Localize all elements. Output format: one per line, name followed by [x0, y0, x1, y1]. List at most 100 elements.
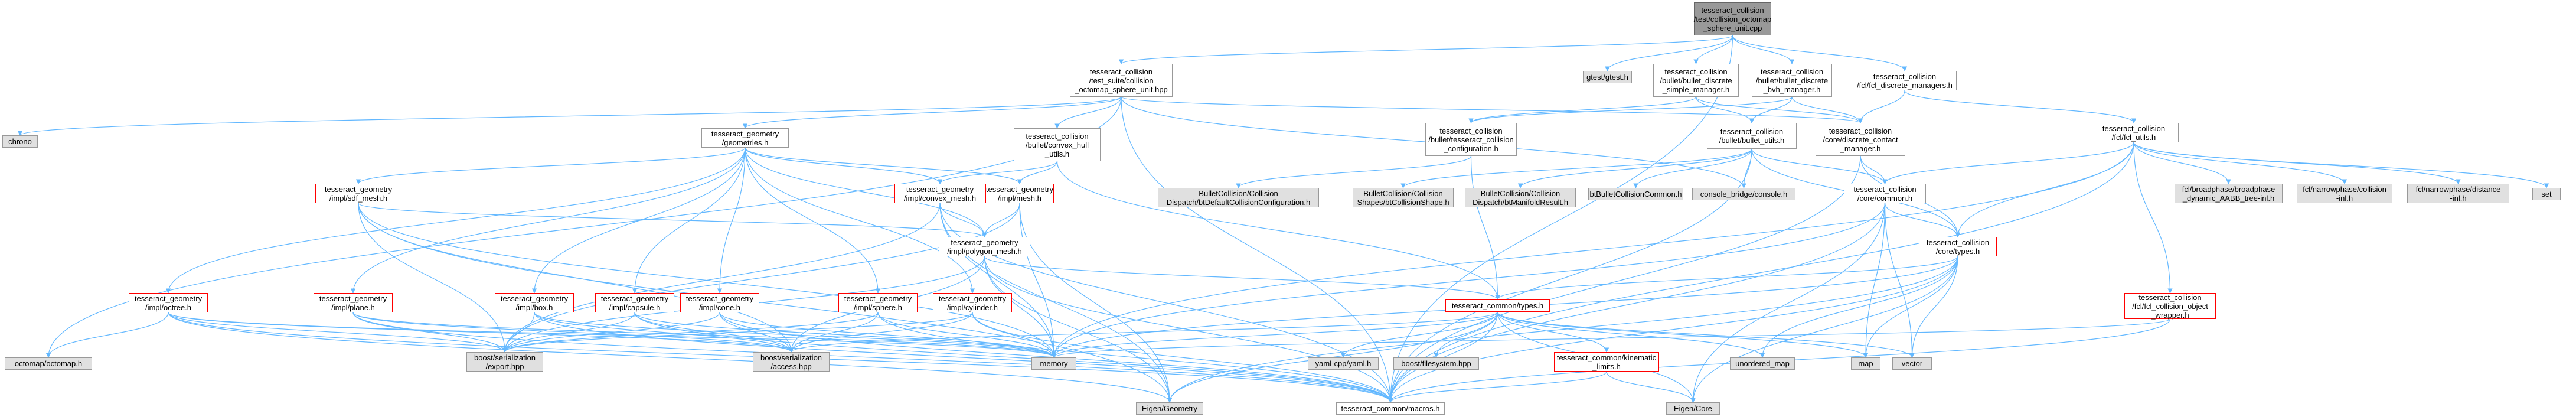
edge-coretypes-to-vector [1909, 256, 1958, 358]
edge-sdfmesh-to-eigengeom [358, 203, 1173, 403]
edge-plane-to-bsaccess [352, 312, 794, 353]
graph-node-bsexport[interactable]: boost/serialization /export.hpp [466, 352, 543, 372]
graph-node-gtest[interactable]: gtest/gtest.h [1583, 71, 1632, 83]
edge-cone-to-memory [719, 312, 1057, 358]
graph-node-eigengeom[interactable]: Eigen/Geometry [1136, 402, 1203, 415]
graph-node-macros[interactable]: tesseract_common/macros.h [1336, 402, 1445, 415]
edge-fcldm-to-dcm [1857, 90, 1905, 123]
edge-bulletu-to-btcommon [1633, 148, 1752, 188]
graph-node-cone[interactable]: tesseract_geometry /impl/cone.h [680, 293, 759, 312]
graph-node-sphere[interactable]: tesseract_geometry /impl/sphere.h [838, 293, 918, 312]
graph-node-polymesh[interactable]: tesseract_geometry /impl/polygon_mesh.h [939, 237, 1030, 256]
graph-node-yaml[interactable]: yaml-cpp/yaml.h [1308, 357, 1379, 370]
edge-corecommon-to-coretypes [1884, 203, 1961, 237]
graph-node-fclnpd[interactable]: fcl/narrowphase/distance -inl.h [2407, 184, 2509, 203]
edge-cylinder-to-bsaccess [788, 312, 973, 353]
graph-node-vector[interactable]: vector [1892, 357, 1932, 370]
edge-coretypes-to-eigencore [1690, 256, 1958, 403]
graph-node-fcldm[interactable]: tesseract_collision /fcl/fcl_discrete_ma… [1853, 71, 1957, 90]
edge-fclu-to-fclbp [2133, 142, 2231, 184]
edge-octree-to-eigengeom [168, 312, 1173, 403]
edge-fcldm-to-fclu [1904, 90, 2137, 123]
edge-box-to-bsaccess [534, 312, 794, 353]
edge-mesh-to-polymesh [982, 203, 1020, 237]
edge-octree-to-octomap [45, 312, 169, 358]
edge-dcm-to-macros [1387, 155, 1861, 403]
edge-bulletu-to-corecommon [1751, 148, 1888, 184]
edge-commontypes-to-yaml [1340, 311, 1498, 358]
graph-node-fclcow[interactable]: tesseract_collision /fcl/fcl_collision_o… [2124, 293, 2216, 320]
edge-box-to-memory [534, 312, 1057, 358]
edge-commontypes-to-bfs [1434, 311, 1498, 358]
graph-node-commontypes[interactable]: tesseract_common/types.h [1445, 299, 1550, 312]
graph-node-cylinder[interactable]: tesseract_geometry /impl/cylinder.h [933, 293, 1012, 312]
edge-coretypes-to-umap [1759, 256, 1958, 358]
graph-node-umap[interactable]: unordered_map [1730, 357, 1795, 370]
graph-node-bulletu[interactable]: tesseract_collision /bullet/bullet_utils… [1707, 123, 1797, 149]
graph-node-tcconf[interactable]: tesseract_collision /bullet/tesseract_co… [1425, 123, 1517, 156]
graph-node-bbbvh[interactable]: tesseract_collision /bullet/bullet_discr… [1752, 64, 1832, 97]
edge-geoms-to-mesh [745, 147, 1023, 184]
graph-node-bbsm[interactable]: tesseract_collision /bullet/bullet_discr… [1653, 64, 1739, 97]
edge-tsuite-to-chrono [18, 96, 1122, 136]
graph-node-set[interactable]: set [2532, 188, 2561, 200]
graph-node-convmesh[interactable]: tesseract_geometry /impl/convex_mesh.h [894, 184, 985, 203]
edge-fclu-to-set [2133, 142, 2549, 188]
graph-node-sdfmesh[interactable]: tesseract_geometry /impl/sdf_mesh.h [315, 184, 401, 203]
graph-node-octomap[interactable]: octomap/octomap.h [5, 357, 92, 370]
graph-node-tsuite[interactable]: tesseract_collision /test_suite/collisio… [1070, 64, 1173, 97]
edge-cylinder-to-bsexport [502, 312, 973, 353]
edge-coretypes-to-commontypes [1495, 256, 1958, 300]
graph-node-fclnpc[interactable]: fcl/narrowphase/collision -inl.h [2297, 184, 2392, 203]
edge-octree-to-bsexport [168, 312, 508, 353]
edge-commontypes-to-bsaccess [789, 311, 1498, 353]
graph-node-capsule[interactable]: tesseract_geometry /impl/capsule.h [595, 293, 674, 312]
edge-bbsm-to-dcm [1695, 96, 1863, 123]
graph-node-mesh[interactable]: tesseract_geometry /impl/mesh.h [985, 184, 1054, 203]
edge-convhull-to-convmesh [937, 161, 1058, 184]
edge-geoms-to-sdfmesh [355, 147, 746, 184]
graph-node-fclbp[interactable]: fcl/broadphase/broadphase _dynamic_AABB_… [2175, 184, 2283, 203]
edge-geoms-to-convmesh [745, 147, 943, 184]
graph-node-cbconsole[interactable]: console_bridge/console.h [1692, 188, 1795, 200]
edge-tsuite-to-geoms [742, 96, 1122, 129]
graph-node-box[interactable]: tesseract_geometry /impl/box.h [495, 293, 574, 312]
graph-node-octree[interactable]: tesseract_geometry /impl/octree.h [129, 293, 208, 312]
edge-fclu-to-coretypes [1955, 142, 2134, 237]
graph-node-coretypes[interactable]: tesseract_collision /core/types.h [1919, 237, 1997, 256]
graph-node-map[interactable]: map [1851, 357, 1880, 370]
graph-node-plane[interactable]: tesseract_geometry /impl/plane.h [314, 293, 393, 312]
edge-layer [18, 35, 2549, 403]
edge-octree-to-bsaccess [168, 312, 794, 353]
graph-node-memory[interactable]: memory [1031, 357, 1076, 370]
edge-root-to-bbbvh [1732, 35, 1795, 64]
edge-capsule-to-memory [634, 312, 1057, 358]
edge-plane-to-memory [352, 312, 1056, 358]
graph-node-corecommon[interactable]: tesseract_collision /core/common.h [1844, 184, 1926, 203]
graph-node-root[interactable]: tesseract_collision /test/collision_octo… [1694, 2, 1771, 35]
edge-root-to-gtest [1605, 35, 1733, 71]
graph-node-btdcc[interactable]: BulletCollision/Collision Dispatch/btDef… [1158, 188, 1319, 207]
graph-node-dcm[interactable]: tesseract_collision /core/discrete_conta… [1816, 123, 1905, 156]
edge-kinlim-to-macros [1387, 371, 1607, 403]
edge-geoms-to-plane [350, 147, 746, 294]
graph-node-btcs[interactable]: BulletCollision/Collision Shapes/btColli… [1353, 188, 1454, 207]
graph-node-bsaccess[interactable]: boost/serialization /access.hpp [753, 352, 830, 372]
graph-node-fclu[interactable]: tesseract_collision /fcl/fcl_utils.h [2089, 123, 2179, 142]
edge-tsuite-to-dcm [1121, 96, 1863, 123]
graph-node-bfs[interactable]: boost/filesystem.hpp [1393, 357, 1479, 370]
edge-geoms-to-box [531, 147, 746, 294]
graph-node-btcommon[interactable]: btBulletCollisionCommon.h [1588, 188, 1683, 200]
edge-geoms-to-polymesh [745, 147, 987, 237]
graph-node-btmr[interactable]: BulletCollision/Collision Dispatch/btMan… [1465, 188, 1576, 207]
edge-capsule-to-bsexport [502, 312, 635, 353]
edge-fclcow-to-memory [1052, 318, 2171, 358]
graph-node-eigencore[interactable]: Eigen/Core [1666, 402, 1720, 415]
edge-corecommon-to-vector [1884, 203, 1915, 358]
graph-node-kinlim[interactable]: tesseract_common/kinematic _limits.h [1554, 352, 1659, 372]
graph-node-convhull[interactable]: tesseract_collision /bullet/convex_hull … [1014, 128, 1101, 161]
edge-fclu-to-fclnpc [2133, 142, 2348, 184]
graph-node-geoms[interactable]: tesseract_geometry /geometries.h [701, 128, 789, 148]
edge-root-to-macros [1387, 35, 1733, 403]
graph-node-chrono[interactable]: chrono [2, 135, 38, 148]
